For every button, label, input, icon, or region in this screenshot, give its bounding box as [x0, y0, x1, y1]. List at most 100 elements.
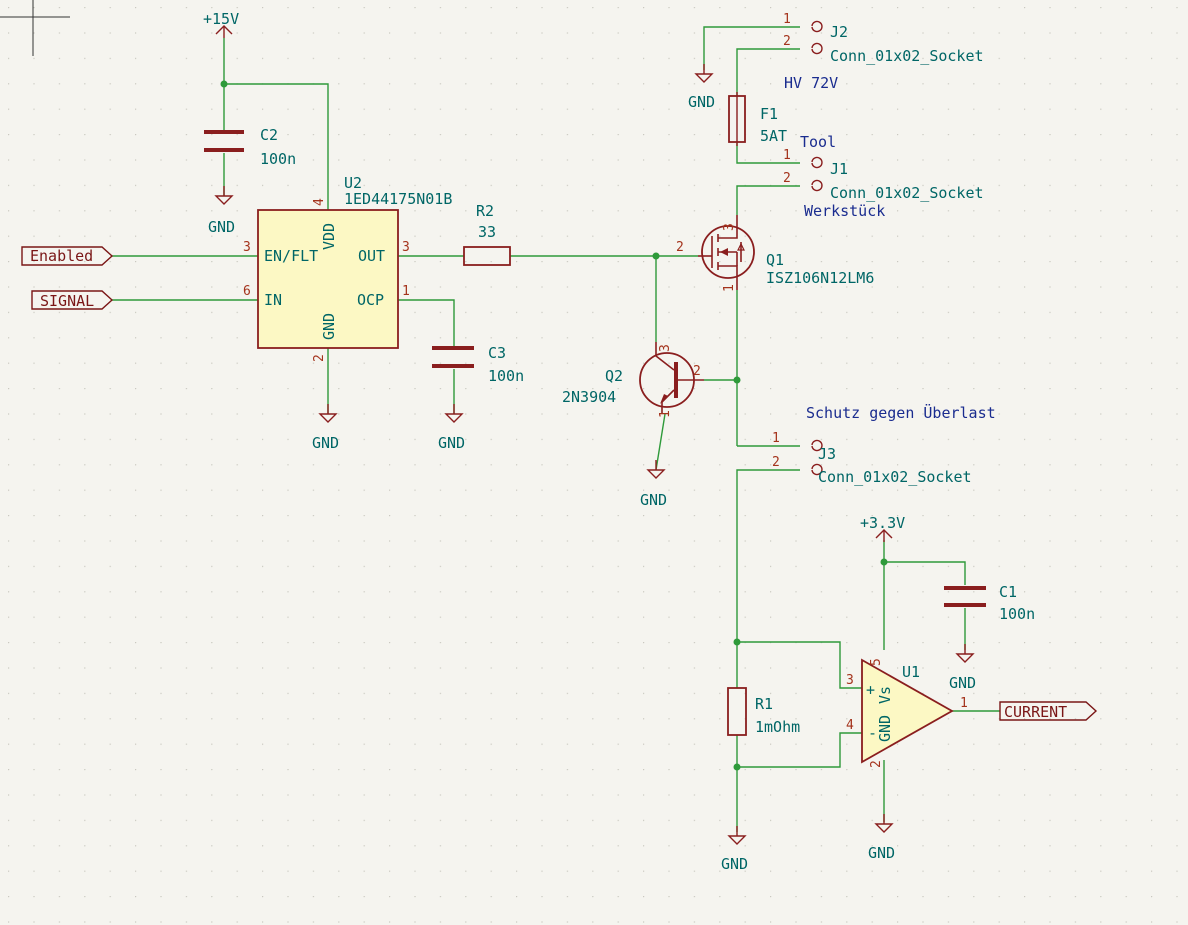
f1-ref: F1 — [760, 105, 778, 123]
gnd-r1[interactable]: GND — [721, 825, 748, 873]
resistor-r1[interactable]: R1 1mOhm — [727, 687, 800, 736]
j3-pin2-num: 2 — [772, 455, 780, 470]
u2-value: 1ED44175N01B — [344, 190, 452, 208]
j2-pin1-num: 1 — [783, 12, 791, 27]
gnd-c1[interactable]: GND — [949, 643, 976, 692]
j1-ref: J1 — [830, 160, 848, 178]
u1-gnd-label: GND — [876, 715, 894, 742]
cursor-crosshair-icon — [0, 0, 70, 56]
connector-j1[interactable]: 1 2 J1 Conn_01x02_Socket — [783, 148, 984, 202]
c3-ref: C3 — [488, 344, 506, 362]
u1-plus-label: + — [866, 681, 875, 699]
j3-ref: J3 — [818, 445, 836, 463]
q1-pinnum-s: 1 — [722, 284, 737, 292]
c1-ref: C1 — [999, 583, 1017, 601]
wires — [112, 26, 1000, 832]
power-33v-label: +3.3V — [860, 514, 905, 532]
gnd-label: GND — [640, 491, 667, 509]
junctions — [220, 80, 888, 771]
u2-pinnum-vdd: 4 — [312, 198, 327, 206]
power-33v[interactable]: +3.3V — [860, 514, 905, 542]
u2-ref: U2 — [344, 174, 362, 192]
gnd-label: GND — [312, 434, 339, 452]
u1-pinnum-2: 2 — [869, 760, 884, 768]
u2-pin-gnd-label: GND — [320, 313, 338, 340]
transistor-q2[interactable]: 3 2 1 Q2 2N3904 — [562, 342, 704, 418]
q2-ref: Q2 — [605, 367, 623, 385]
u1-pinnum-3: 3 — [846, 673, 854, 688]
gnd-label: GND — [208, 218, 235, 236]
u2-pinnum-out: 3 — [402, 240, 410, 255]
c2-value: 100n — [260, 150, 296, 168]
current-label-text: CURRENT — [1004, 703, 1067, 721]
gnd-label: GND — [688, 93, 715, 111]
capacitor-c1[interactable]: C1 100n — [944, 583, 1035, 623]
c1-value: 100n — [999, 605, 1035, 623]
fuse-f1[interactable]: F1 5AT — [728, 92, 787, 146]
connector-j3[interactable]: 1 2 J3 Conn_01x02_Socket — [772, 431, 972, 486]
r2-value: 33 — [478, 223, 496, 241]
q1-pinnum-d: 3 — [722, 223, 737, 231]
resistor-r2[interactable]: R2 33 — [463, 202, 511, 266]
u2-pinnum-ocp: 1 — [402, 284, 410, 299]
global-label-enabled[interactable]: Enabled — [21, 246, 114, 266]
j3-pin1-num: 1 — [772, 431, 780, 446]
q2-value: 2N3904 — [562, 388, 616, 406]
r2-ref: R2 — [476, 202, 494, 220]
u1-minus-label: - — [868, 724, 877, 742]
u2-pin-en-label: EN/FLT — [264, 247, 318, 265]
gnd-j2[interactable]: GND — [688, 63, 715, 111]
note-hv: HV 72V — [784, 74, 838, 92]
q1-value: ISZ106N12LM6 — [766, 269, 874, 287]
u1-pinnum-4: 4 — [846, 718, 854, 733]
gnd-c2[interactable]: GND — [208, 185, 235, 236]
u2-pin-ocp-label: OCP — [357, 291, 384, 309]
u1-pinnum-5: 5 — [869, 658, 884, 666]
signal-label-text: SIGNAL — [40, 292, 94, 310]
u2-pin-vdd-label: VDD — [320, 223, 338, 250]
gnd-label: GND — [868, 844, 895, 862]
u1-ref: U1 — [902, 663, 920, 681]
u2-pinnum-en: 3 — [243, 240, 251, 255]
amplifier-u1[interactable]: + - GND Vs 3 4 5 2 1 U1 — [846, 658, 968, 768]
q1-ref: Q1 — [766, 251, 784, 269]
j2-ref: J2 — [830, 23, 848, 41]
power-15v-label: +15V — [203, 10, 239, 28]
note-tool: Tool — [800, 133, 836, 151]
u2-pin-out-label: OUT — [358, 247, 385, 265]
r1-value: 1mOhm — [755, 718, 800, 736]
connector-j2[interactable]: 1 2 J2 Conn_01x02_Socket — [783, 12, 984, 65]
q2-pinnum-e: 1 — [658, 410, 673, 418]
gnd-c3[interactable]: GND — [438, 403, 465, 452]
u2-pinnum-gnd: 2 — [312, 354, 327, 362]
gnd-u1[interactable]: GND — [868, 813, 895, 862]
capacitor-c3[interactable]: C3 100n — [432, 344, 524, 385]
q1-pinnum-g: 2 — [676, 240, 684, 255]
u2-pin-in-label: IN — [264, 291, 282, 309]
c2-ref: C2 — [260, 126, 278, 144]
global-label-signal[interactable]: SIGNAL — [31, 290, 114, 310]
gnd-q2[interactable]: GND — [640, 459, 667, 509]
c3-value: 100n — [488, 367, 524, 385]
j2-value: Conn_01x02_Socket — [830, 47, 984, 65]
capacitor-c2[interactable]: C2 100n — [204, 126, 296, 168]
r1-ref: R1 — [755, 695, 773, 713]
global-label-current[interactable]: CURRENT — [999, 701, 1098, 721]
power-15v[interactable]: +15V — [203, 10, 239, 38]
mosfet-q1[interactable]: 2 3 1 Q1 ISZ106N12LM6 — [676, 215, 874, 292]
note-schutz: Schutz gegen Überlast — [806, 403, 996, 422]
j1-value: Conn_01x02_Socket — [830, 184, 984, 202]
enabled-label-text: Enabled — [30, 247, 93, 265]
gnd-u2[interactable]: GND — [312, 403, 339, 452]
q2-pinnum-c: 3 — [658, 344, 673, 352]
j2-pin2-num: 2 — [783, 34, 791, 49]
gnd-label: GND — [721, 855, 748, 873]
j1-pin1-num: 1 — [783, 148, 791, 163]
gnd-label: GND — [949, 674, 976, 692]
ic-u2[interactable]: U2 1ED44175N01B EN/FLT IN OUT OCP VDD GN… — [243, 174, 452, 362]
u1-vs-label: Vs — [876, 686, 894, 704]
note-werkstueck: Werkstück — [804, 202, 885, 220]
u1-pinnum-1: 1 — [960, 696, 968, 711]
